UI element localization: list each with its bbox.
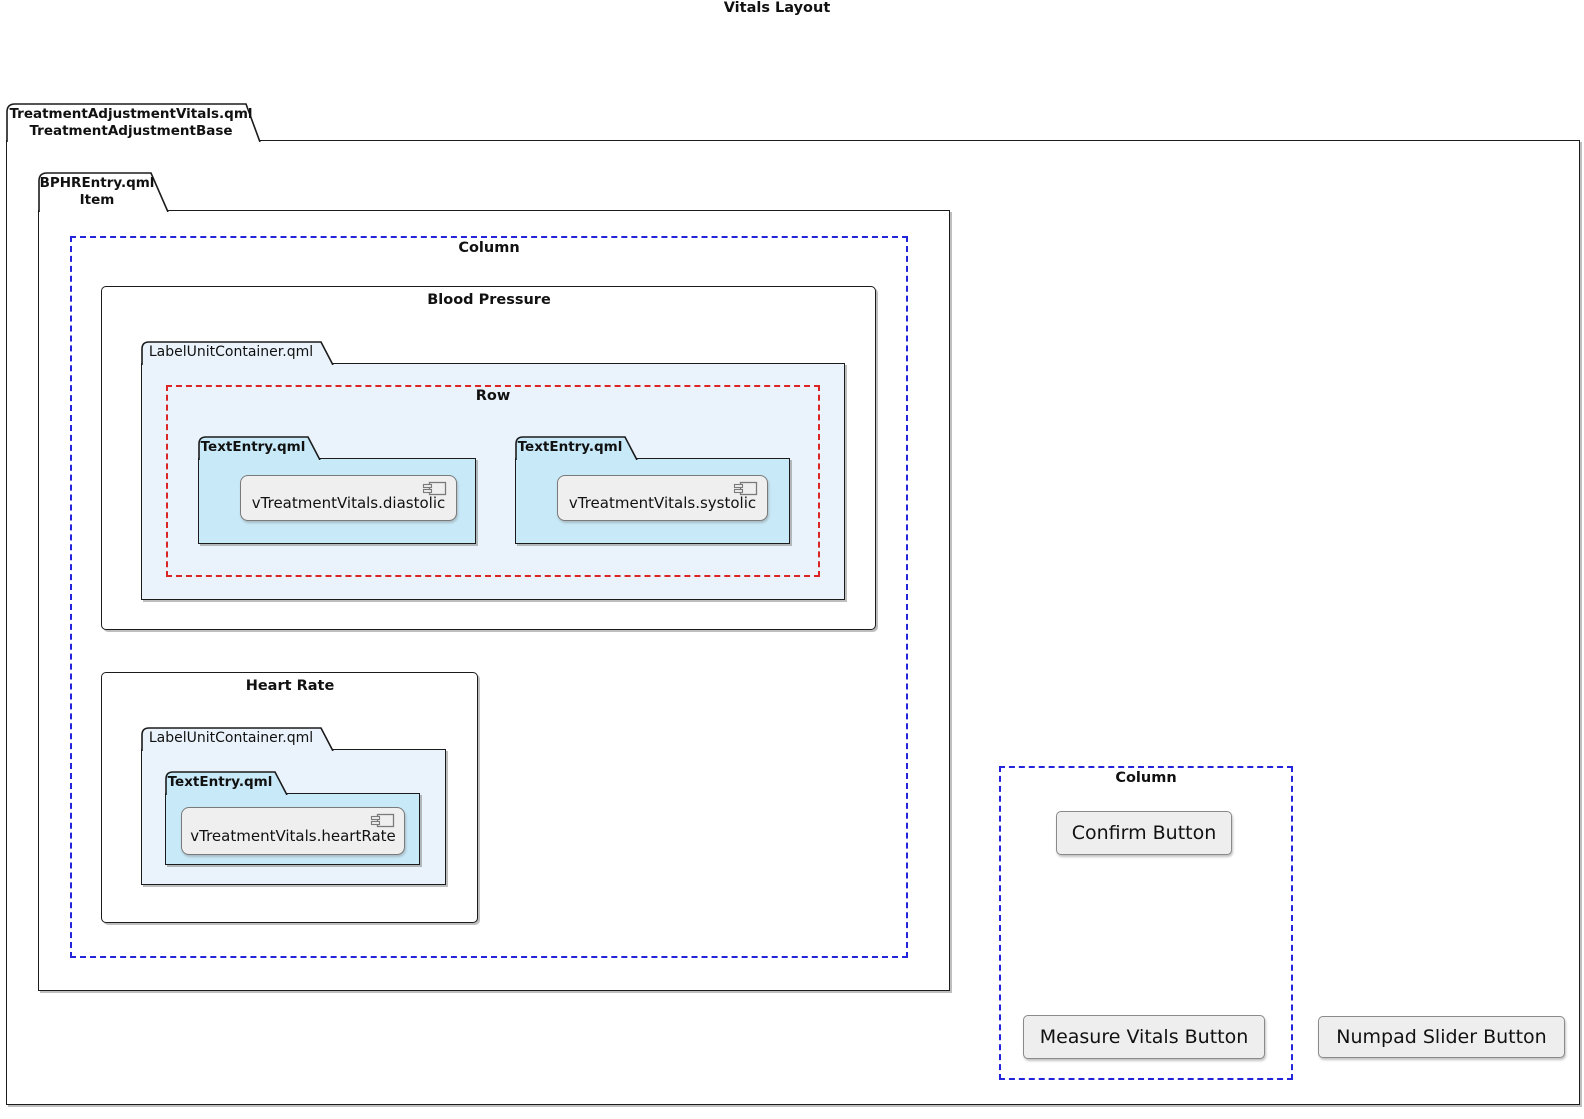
measure-vitals-button-shape: Measure Vitals Button	[1023, 1015, 1265, 1059]
folder-name: TextEntry.qml	[517, 439, 623, 455]
folder-tab-shape	[165, 771, 288, 795]
numpad-slider-button-shape: Numpad Slider Button	[1318, 1016, 1565, 1058]
folder-tab-shape	[198, 436, 321, 460]
component-name: vTreatmentVitals.diastolic	[251, 493, 446, 512]
package-base-type: Item	[79, 192, 115, 208]
folder-tab-shape	[141, 727, 334, 751]
hr-label-unit-container-folder-tab: LabelUnitContainer.qml	[141, 727, 335, 751]
systolic-component: vTreatmentVitals.systolic	[557, 475, 768, 521]
component-name: vTreatmentVitals.heartRate	[190, 826, 396, 845]
uml-component-icon	[733, 481, 759, 502]
diastolic-component: vTreatmentVitals.diastolic	[240, 475, 457, 521]
text-entry-folder-systolic-tab: TextEntry.qml	[515, 436, 639, 460]
package-file-name: TreatmentAdjustmentVitals.qml	[9, 106, 253, 122]
uml-component-icon	[370, 813, 396, 834]
left-column-label: Column	[458, 240, 520, 256]
right-column-layout-group	[999, 766, 1293, 1080]
right-column-label: Column	[1115, 770, 1177, 786]
treatment-adjustment-package-tab: TreatmentAdjustmentVitals.qml TreatmentA…	[6, 103, 272, 142]
folder-tab-shape	[141, 341, 334, 365]
component-name: vTreatmentVitals.systolic	[568, 493, 757, 512]
heart-rate-title: Heart Rate	[245, 678, 335, 694]
bp-label-unit-container-folder-tab: LabelUnitContainer.qml	[141, 341, 335, 365]
diagram-title: Vitals Layout	[723, 0, 831, 16]
text-entry-folder-diastolic-tab: TextEntry.qml	[198, 436, 322, 460]
button-label: Measure Vitals Button	[1039, 1026, 1249, 1048]
heart-rate-component: vTreatmentVitals.heartRate	[181, 807, 405, 855]
row-label: Row	[475, 388, 511, 404]
left-column-layout-group	[70, 236, 908, 958]
folder-tab-shape	[515, 436, 638, 460]
folder-name: TextEntry.qml	[167, 774, 273, 790]
folder-name: TextEntry.qml	[200, 439, 306, 455]
confirm-button-shape: Confirm Button	[1056, 811, 1232, 855]
folder-name: LabelUnitContainer.qml	[148, 344, 314, 360]
text-entry-folder-heart-rate-tab: TextEntry.qml	[165, 771, 289, 795]
row-layout-group	[166, 385, 820, 577]
package-base-type: TreatmentAdjustmentBase	[29, 123, 233, 139]
uml-component-icon	[422, 481, 448, 502]
folder-name: LabelUnitContainer.qml	[148, 730, 314, 746]
folder-tab-shape	[38, 172, 169, 212]
blood-pressure-title: Blood Pressure	[427, 292, 551, 308]
button-label: Numpad Slider Button	[1336, 1026, 1547, 1048]
button-label: Confirm Button	[1071, 822, 1217, 844]
folder-tab-shape	[6, 103, 261, 142]
bphr-package-tab: BPHREntry.qml Item	[38, 172, 170, 212]
package-file-name: BPHREntry.qml	[39, 175, 155, 191]
